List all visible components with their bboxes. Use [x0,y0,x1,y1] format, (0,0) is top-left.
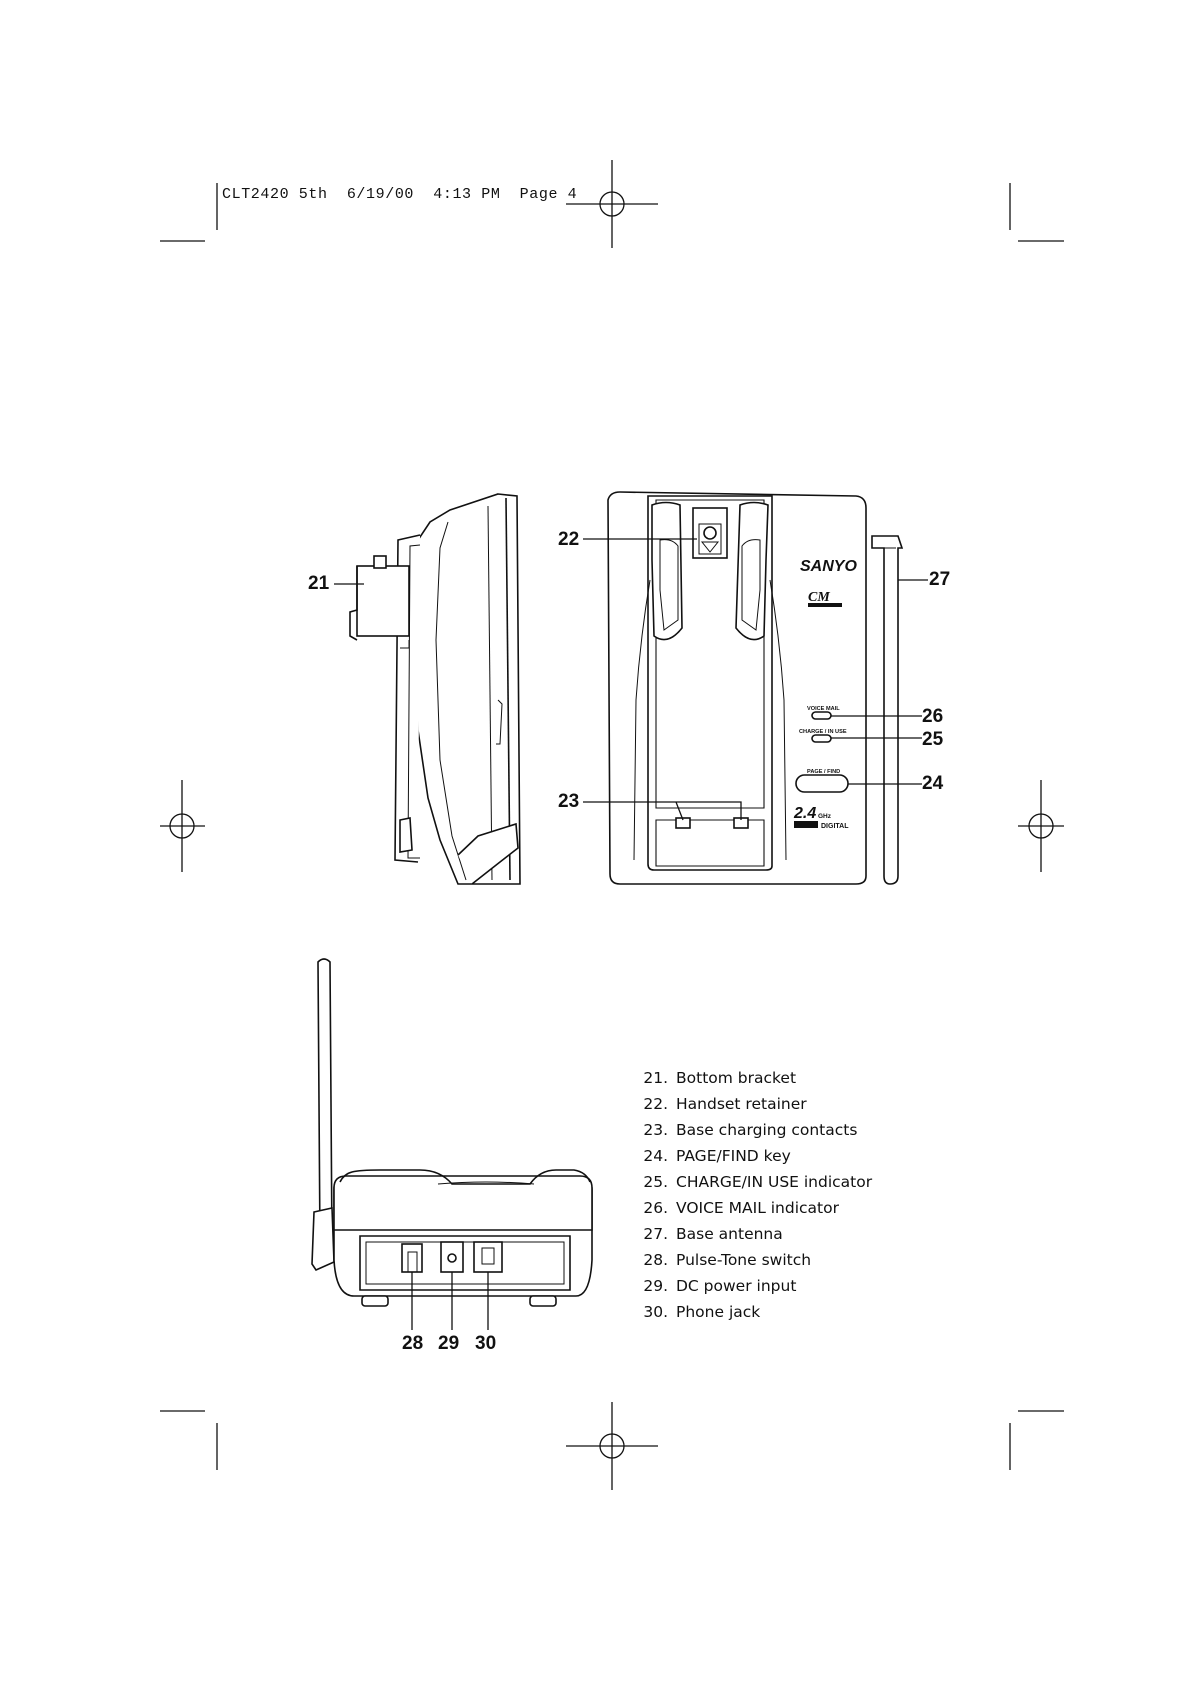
charge-in-use-print: CHARGE / IN USE [799,729,847,735]
list-item: 29.DC power input [643,1277,797,1295]
registration-mark-left [160,780,205,872]
dss-logo-block [794,821,818,828]
print-slug: CLT2420 5th 6/19/00 4:13 PM Page 4 [222,186,577,203]
cm-logo-bar [808,603,842,607]
callout-26: 26 [922,706,944,727]
list-item: 26.VOICE MAIL indicator [643,1199,839,1217]
callout-22: 22 [558,529,580,550]
list-item: 23.Base charging contacts [643,1121,858,1139]
base-front-view [607,491,904,885]
crop-marks [160,183,1064,1470]
registration-mark-top [566,160,658,248]
callout-25: 25 [922,729,944,750]
list-item: 25.CHARGE/IN USE indicator [643,1173,873,1191]
slug-time: 4:13 PM [433,186,501,203]
callout-23: 23 [558,791,580,812]
callout-28: 28 [402,1333,424,1354]
base-side-view [349,493,521,885]
callout-21: 21 [308,573,330,594]
brand-logo: SANYO [800,558,857,575]
parts-legend: 21.Bottom bracket 22.Handset retainer 23… [636,1065,872,1325]
slug-date: 6/19/00 [346,186,415,203]
list-item: 27.Base antenna [643,1225,783,1243]
list-item: 24.PAGE/FIND key [643,1147,791,1165]
list-item: 22.Handset retainer [643,1095,807,1113]
list-item: 21.Bottom bracket [643,1069,797,1087]
base-back-view [311,958,593,1307]
slug-page: Page 4 [519,186,578,203]
freq-unit-logo: GHz [818,813,832,820]
page-find-print: PAGE / FIND [807,769,840,775]
callout-29: 29 [438,1333,460,1354]
callout-27: 27 [929,569,951,590]
voice-mail-print: VOICE MAIL [807,706,840,712]
list-item: 30.Phone jack [643,1303,761,1321]
freq-logo: 2.4 [793,805,816,822]
cm-logo: CM [808,590,830,605]
slug-file: CLT2420 5th [222,186,328,203]
callout-24: 24 [922,773,944,794]
callout-30: 30 [475,1333,497,1354]
registration-mark-right [1018,780,1064,872]
registration-mark-bottom [566,1402,658,1490]
digital-logo: DIGITAL [821,823,849,830]
list-item: 28.Pulse-Tone switch [643,1251,812,1269]
callout-leaders [334,538,928,1330]
